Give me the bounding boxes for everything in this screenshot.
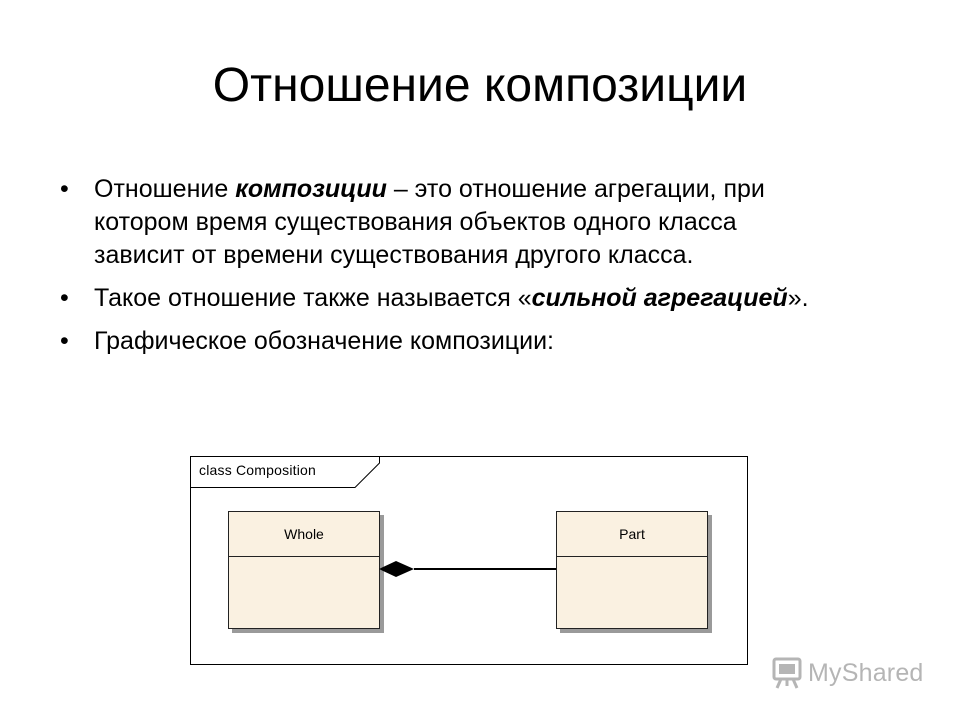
class-name-whole: Whole: [229, 512, 379, 557]
bullet-item-strong-aggregation: • Такое отношение также называется «силь…: [60, 282, 820, 315]
bullet-dot: •: [60, 327, 69, 355]
bullet-text: ».: [787, 284, 809, 312]
emphasis-term: сильной агрегацией: [531, 284, 788, 312]
bullet-item-composition-definition: • Отношение композиции – это отношение а…: [60, 173, 820, 272]
watermark: MyShared: [770, 656, 930, 690]
bullet-text: Графическое обозначение композиции:: [94, 327, 554, 355]
watermark-text: MyShared: [808, 658, 924, 687]
emphasis-term: композиции: [235, 175, 387, 203]
slide-title: Отношение композиции: [212, 59, 748, 112]
bullet-dot: •: [60, 175, 69, 203]
bullet-text: Отношение: [94, 175, 236, 203]
class-name-part: Part: [557, 512, 707, 557]
bullet-list: • Отношение композиции – это отношение а…: [60, 173, 820, 368]
class-box-part: Part: [556, 511, 708, 629]
frame-tab: [190, 456, 380, 488]
bullet-item-graphic-notation: • Графическое обозначение композиции:: [60, 325, 820, 358]
bullet-dot: •: [60, 284, 69, 312]
presentation-board-icon: [772, 657, 802, 689]
class-box-whole: Whole: [228, 511, 380, 629]
bullet-text: Такое отношение также называется «: [94, 284, 532, 312]
frame-label: class Composition: [199, 462, 316, 478]
bullet-text: – это отношение агрегации, при котором в…: [94, 175, 765, 269]
